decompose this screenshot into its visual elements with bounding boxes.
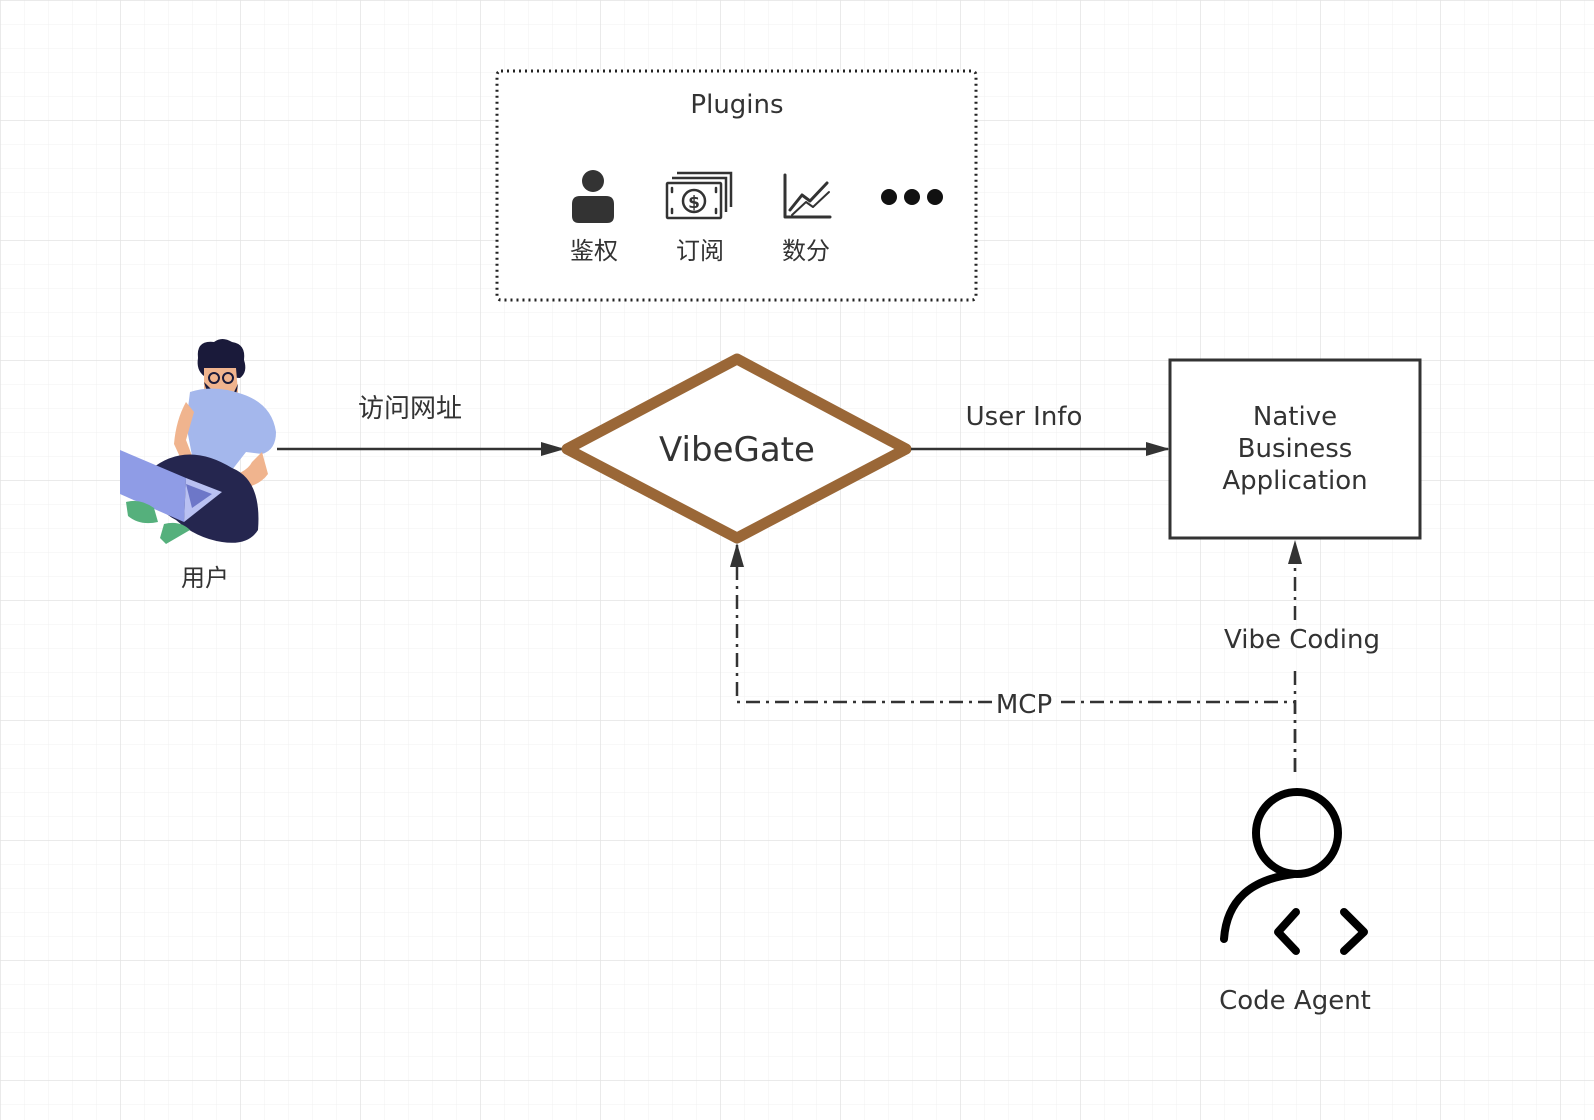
edge-label-mcp: MCP bbox=[996, 690, 1052, 720]
edge-label-visit: 访问网址 bbox=[358, 394, 462, 424]
money-icon: $ bbox=[665, 171, 733, 220]
app-box bbox=[1168, 358, 1422, 540]
user-node[interactable]: 用户 bbox=[120, 339, 276, 592]
plugin-label-auth: 鉴权 bbox=[570, 237, 618, 265]
code-agent-icon bbox=[1220, 788, 1368, 955]
user-label: 用户 bbox=[181, 564, 229, 592]
agent-label: Code Agent bbox=[1219, 986, 1371, 1016]
person-laptop-illustration bbox=[120, 339, 276, 544]
plugin-label-subscribe: 订阅 bbox=[676, 237, 724, 265]
agent-node[interactable]: Code Agent bbox=[1219, 788, 1371, 1016]
plugins-group[interactable]: Plugins 鉴权 $ 订阅 数分 bbox=[495, 69, 978, 302]
edge-vibe-coding[interactable]: Vibe Coding bbox=[1224, 542, 1380, 772]
edge-visit[interactable]: 访问网址 bbox=[277, 394, 565, 456]
app-node[interactable]: Native Business Application bbox=[1168, 358, 1422, 540]
edge-user-info[interactable]: User Info bbox=[911, 402, 1170, 456]
chart-icon bbox=[783, 173, 832, 219]
app-label-line-1: Native bbox=[1253, 402, 1337, 432]
svg-text:$: $ bbox=[688, 193, 700, 213]
app-label-line-3: Application bbox=[1222, 466, 1367, 496]
edge-label-vibe-coding: Vibe Coding bbox=[1224, 625, 1380, 655]
app-label-line-2: Business bbox=[1238, 434, 1353, 464]
plugins-container bbox=[495, 69, 978, 302]
user-icon bbox=[572, 170, 614, 223]
gateway-label: VibeGate bbox=[659, 430, 815, 470]
plugin-label-analytics: 数分 bbox=[782, 237, 830, 265]
plugins-title: Plugins bbox=[690, 90, 783, 120]
edge-label-user-info: User Info bbox=[966, 402, 1083, 432]
more-dots-icon bbox=[881, 189, 943, 205]
